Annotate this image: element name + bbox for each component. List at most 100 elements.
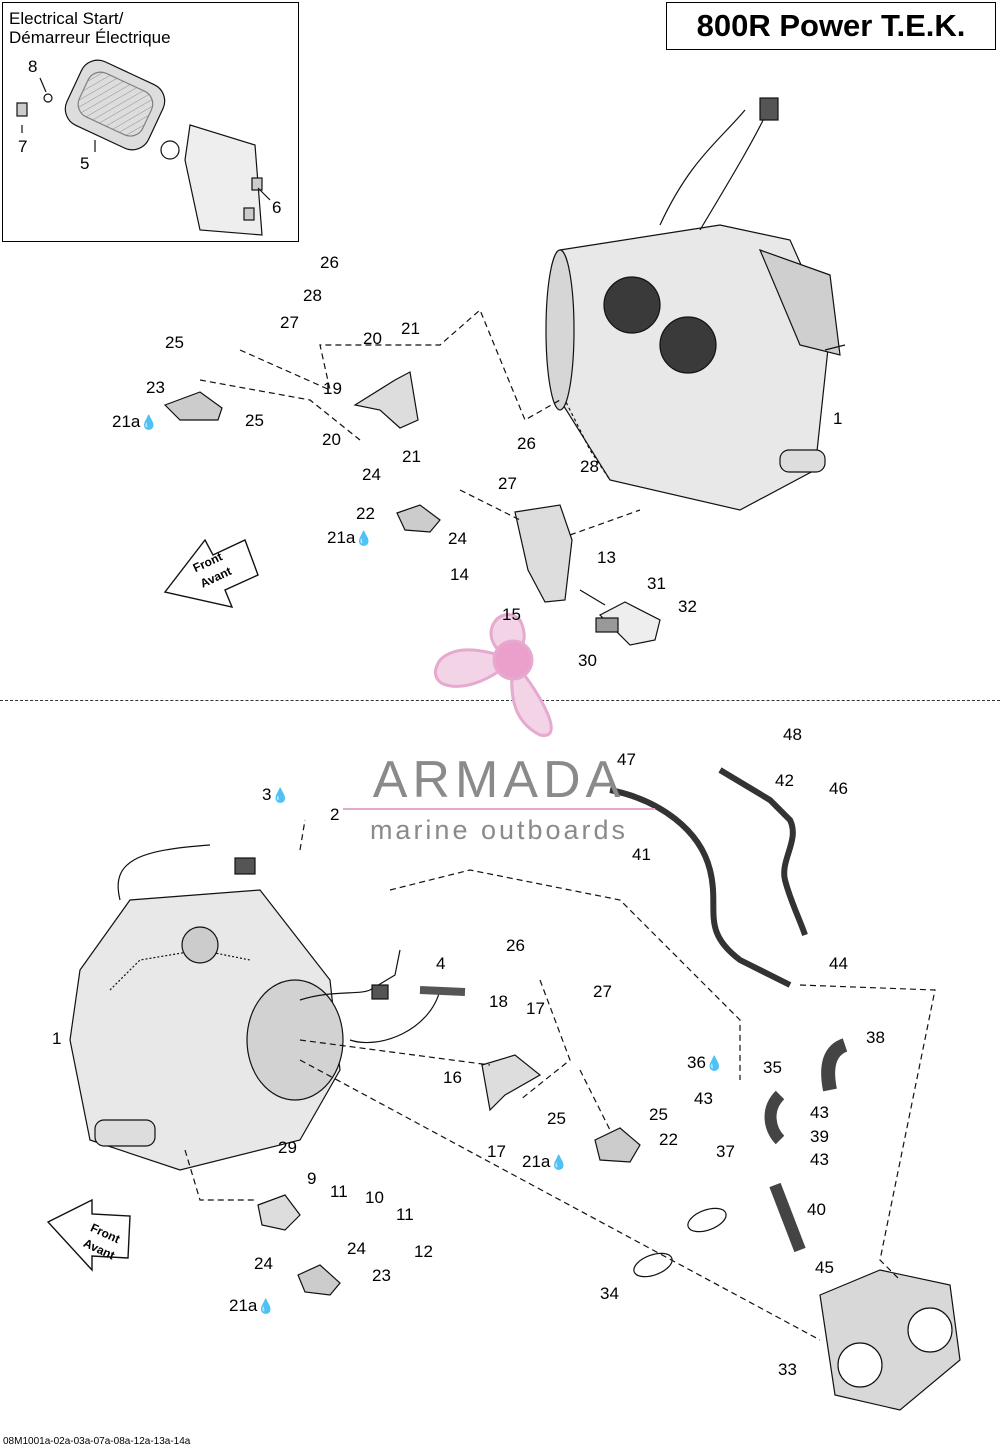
bracket-16	[481, 1054, 542, 1112]
callout-label: 3	[262, 785, 272, 804]
inset-title-line-2: Démarreur Électrique	[9, 28, 171, 47]
callout-label: 24	[254, 1254, 273, 1273]
engine-mount-13	[514, 504, 573, 603]
callout-label: 34	[600, 1284, 619, 1303]
inset-title-line-1: Electrical Start/	[9, 9, 124, 28]
callout-label: 25	[165, 333, 184, 352]
page-title-text: 800R Power T.E.K.	[696, 8, 966, 43]
armada-propeller-logo	[433, 613, 553, 737]
diagram-code: 08M1001a-02a-03a-07a-08a-12a-13a-14a	[3, 1436, 191, 1447]
callout-label: 40	[807, 1200, 826, 1219]
watermark-rule	[343, 808, 655, 810]
callout-label: 45	[815, 1258, 834, 1277]
callout-label: 33	[778, 1360, 797, 1379]
callout-label: 43	[810, 1150, 829, 1169]
oil-drop-icon: 💧	[271, 787, 289, 803]
callout-label: 2	[330, 805, 340, 824]
callout-label: 28	[580, 457, 599, 476]
watermark-name: ARMADA	[372, 751, 626, 809]
oil-drop-icon: 💧	[355, 530, 373, 546]
callout-label: 21a	[327, 528, 356, 547]
callout-label: 20	[322, 430, 341, 449]
callout-label: 32	[678, 597, 697, 616]
watermark-subtitle: marine outboards	[369, 815, 629, 845]
callout-label: 27	[593, 982, 612, 1001]
callout-label: 38	[866, 1028, 885, 1047]
oil-hoses	[609, 344, 846, 988]
rubber-mount-23-lower	[297, 1264, 341, 1296]
callout-label: 37	[716, 1142, 735, 1161]
callout-label: 41	[632, 845, 651, 864]
callout-label: 21a	[229, 1296, 258, 1315]
engine-lower	[69, 844, 344, 1171]
callout-label: 27	[498, 474, 517, 493]
engine-upper	[545, 97, 841, 511]
callout-label: 23	[372, 1266, 391, 1285]
callout-label: 12	[414, 1242, 433, 1261]
callout-label: 21	[402, 447, 421, 466]
callout-label: 46	[829, 779, 848, 798]
callout-label: 4	[436, 954, 446, 973]
callout-label: 20	[363, 329, 382, 348]
callout-label: 25	[245, 411, 264, 430]
inset-fasteners	[16, 93, 263, 221]
bracket-9	[257, 1194, 301, 1231]
callout-label: 15	[502, 605, 521, 624]
callout-label: 26	[517, 434, 536, 453]
callout-label: 1	[833, 409, 843, 428]
callout-label: 1	[52, 1029, 62, 1048]
callout-label: 22	[356, 504, 375, 523]
callout-label-with-drop: 21a💧	[229, 1297, 275, 1315]
rear-engine-mount-19	[353, 371, 419, 429]
callout-label: 43	[810, 1103, 829, 1122]
callout-label: 21	[401, 319, 420, 338]
callout-label: 10	[365, 1188, 384, 1207]
callout-label: 42	[775, 771, 794, 790]
callout-label: 5	[80, 154, 90, 173]
callout-label: 21a	[112, 412, 141, 431]
callout-label-with-drop: 21a💧	[522, 1153, 568, 1171]
callout-label: 25	[547, 1109, 566, 1128]
callout-label: 17	[526, 999, 545, 1018]
callout-label: 24	[362, 465, 381, 484]
callout-label: 26	[320, 253, 339, 272]
callout-label: 16	[443, 1068, 462, 1087]
callout-label: 47	[617, 750, 636, 769]
callout-label: 23	[146, 378, 165, 397]
rubber-mount-23	[163, 391, 223, 421]
callout-label-with-drop: 21a💧	[112, 413, 158, 431]
page-title: 800R Power T.E.K.	[666, 2, 996, 50]
callout-label: 7	[18, 137, 28, 156]
callout-label: 14	[450, 565, 469, 584]
callout-label: 36	[687, 1053, 706, 1072]
callout-label: 22	[659, 1130, 678, 1149]
oil-drop-icon: 💧	[257, 1298, 275, 1314]
callout-label: 35	[763, 1058, 782, 1077]
callout-label: 9	[307, 1169, 317, 1188]
callout-label: 11	[396, 1205, 414, 1224]
rubber-mount-22-upper	[396, 504, 441, 533]
support-plate-31	[595, 601, 661, 646]
throttle-body-33	[819, 1269, 961, 1411]
callout-label: 30	[578, 651, 597, 670]
starter-motor	[64, 59, 263, 236]
callout-label: 43	[694, 1089, 713, 1108]
callout-label: 21a	[522, 1152, 551, 1171]
callout-label: 29	[278, 1138, 297, 1157]
callout-label: 27	[280, 313, 299, 332]
callout-label-with-drop: 3💧	[262, 786, 289, 804]
callout-label: 24	[347, 1239, 366, 1258]
oil-drop-icon: 💧	[550, 1154, 568, 1170]
front-direction-arrows	[46, 538, 259, 1272]
callout-label-with-drop: 21a💧	[327, 529, 373, 547]
rubber-mount-22-lower	[594, 1127, 641, 1163]
callout-label: 44	[829, 954, 848, 973]
callout-label: 19	[323, 379, 342, 398]
callout-label: 13	[597, 548, 616, 567]
section-divider	[0, 700, 1000, 701]
oil-drop-icon: 💧	[705, 1055, 724, 1071]
callout-label: 26	[506, 936, 525, 955]
callout-label: 39	[810, 1127, 829, 1146]
inset-title: Electrical Start/ Démarreur Électrique	[9, 9, 171, 47]
